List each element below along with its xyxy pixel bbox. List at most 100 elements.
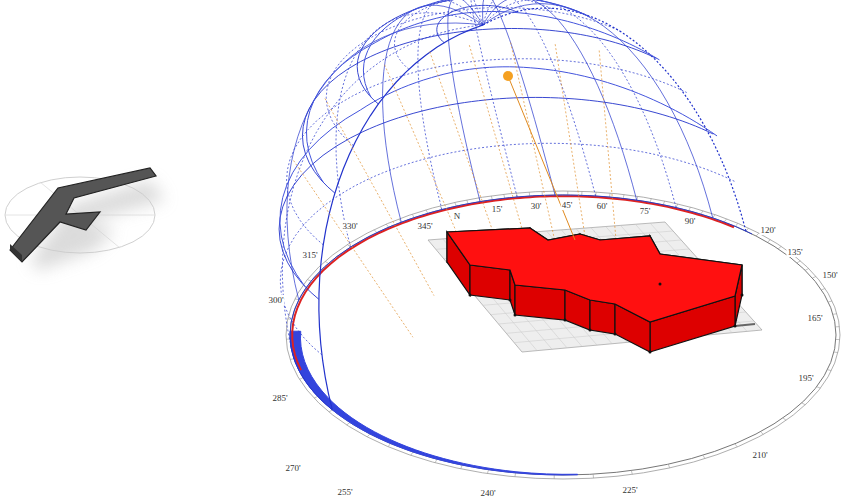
azimuth-meridian (448, 0, 483, 202)
icon-building-side (10, 244, 22, 262)
winter-sun-band (290, 331, 578, 475)
compass-tick (426, 210, 428, 213)
building-vertex (741, 294, 744, 297)
compass-tick (676, 204, 678, 208)
compass-tick (307, 280, 311, 282)
compass-tick (487, 470, 488, 474)
compass-tick (767, 240, 770, 243)
azimuth-meridian (319, 25, 483, 410)
building-vertex (659, 283, 662, 286)
compass-tick (514, 473, 516, 477)
compass-tick (367, 434, 370, 437)
projection-line (511, 43, 559, 258)
compass-degree-label: 285' (271, 393, 288, 403)
compass-degree-label: 90' (684, 216, 697, 226)
building-vertex (469, 294, 472, 297)
compass-tick (295, 299, 299, 300)
compass-tick (833, 313, 837, 315)
building-roof (447, 228, 742, 322)
compass-tick (668, 464, 670, 468)
compass-tick (760, 432, 763, 435)
building-icon (5, 168, 165, 270)
projection-line (469, 45, 531, 260)
compass-tick (554, 475, 555, 479)
compass-tick (828, 369, 832, 371)
sun-marker (503, 71, 575, 240)
projection-line (294, 161, 413, 338)
compass-tick (802, 403, 805, 405)
compass-degree-label: 210' (751, 450, 768, 460)
compass-tick (299, 378, 303, 379)
compass-tick (314, 396, 318, 398)
compass-tick (701, 211, 703, 214)
azimuth-meridian (483, 4, 713, 218)
icon-building (10, 168, 156, 262)
compass-tick (703, 455, 705, 458)
compass-tick (812, 276, 816, 278)
compass-degree-label: N (453, 211, 462, 221)
compass-tick (735, 223, 738, 226)
altitude-ring (290, 195, 752, 410)
building-model (447, 228, 744, 354)
compass-degree-label: 270' (284, 463, 301, 473)
projection-line (325, 99, 434, 296)
building-wall (470, 265, 510, 300)
compass-tick (411, 452, 413, 455)
compass-tick (805, 269, 809, 271)
building-wall (590, 300, 615, 334)
sun-dot (503, 71, 513, 81)
compass-degree-label: 315' (301, 250, 318, 260)
azimuth-meridian (418, 1, 483, 210)
horizon-ring-outer (286, 191, 840, 479)
compass-tick (388, 444, 391, 447)
compass-tick (329, 410, 332, 412)
azimuth-meridian (383, 5, 483, 222)
compass-tick (663, 201, 664, 205)
compass-tick (756, 233, 759, 236)
compass-tick (491, 196, 492, 200)
ground-grid (428, 222, 762, 352)
compass-degree-label: 15' (491, 204, 504, 214)
compass-degree-label: 330' (341, 221, 358, 231)
compass-tick (288, 318, 292, 319)
azimuth-meridian (483, 0, 676, 208)
compass-tick (542, 191, 543, 195)
compass-tick (567, 191, 568, 195)
compass-degree-label: 195' (797, 373, 814, 383)
compass-tick (817, 387, 821, 388)
projection-line (555, 44, 588, 259)
compass-tick (503, 194, 505, 198)
compass-tick (828, 300, 832, 302)
compass-tick (735, 444, 738, 447)
compass-tick (783, 418, 786, 420)
compass-degree-label: 255' (336, 487, 353, 497)
azimuth-meridian (483, 8, 746, 231)
compass-tick (581, 191, 582, 195)
building-vertex (589, 329, 592, 332)
building-wall (515, 285, 565, 320)
compass-degree-label: 300' (267, 295, 284, 305)
compass-tick (435, 459, 437, 463)
building-vertex (649, 351, 652, 354)
compass-tick (455, 202, 457, 206)
sun-ray (508, 76, 575, 240)
compass-tick (689, 207, 691, 211)
compass-tick (609, 193, 611, 197)
compass-degree-label: 150' (821, 270, 838, 280)
azimuth-meridian (471, 0, 517, 197)
compass-tick (713, 215, 715, 218)
compass-degree-label: 240' (479, 488, 496, 498)
compass-tick (593, 474, 594, 478)
altitude-ring (287, 59, 687, 245)
compass-degree-label: 135' (786, 247, 803, 257)
building-vertex (564, 319, 567, 322)
compass-tick (631, 471, 632, 475)
compass-tick (461, 465, 462, 469)
compass-tick (374, 230, 377, 233)
compass-degree-label: 345' (416, 221, 433, 231)
compass-tick (386, 224, 389, 227)
compass-tick (529, 192, 530, 196)
compass-tick (412, 214, 414, 217)
compass-tick (724, 219, 726, 222)
scale-bar (735, 324, 755, 326)
